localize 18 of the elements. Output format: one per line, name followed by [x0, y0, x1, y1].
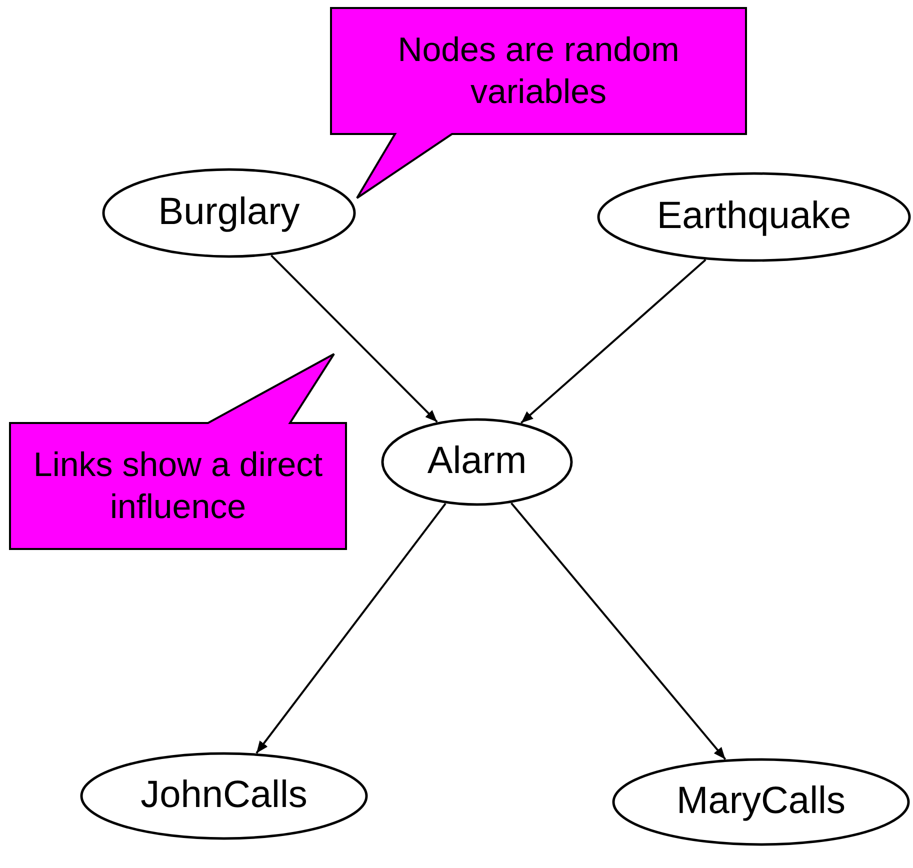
- node-label: Alarm: [426, 439, 528, 484]
- callout-bubble: [10, 354, 346, 549]
- variable-ellipse: [612, 758, 910, 846]
- variable-ellipse: [597, 172, 911, 262]
- callout-text: Nodes are random variables: [396, 30, 680, 113]
- callout-text: Links show a direct influence: [32, 444, 324, 528]
- variable-ellipse: [80, 752, 368, 840]
- arrow: [270, 254, 438, 423]
- node-label: Burglary: [157, 190, 301, 236]
- variable-ellipse: [102, 168, 356, 258]
- arrow: [256, 502, 446, 754]
- node-label: MaryCalls: [676, 779, 846, 824]
- node-label: JohnCalls: [140, 773, 308, 818]
- callout-bubble: [331, 8, 746, 198]
- node-label: Earthquake: [656, 194, 852, 240]
- variable-ellipse: [381, 418, 573, 506]
- arrow: [510, 502, 726, 760]
- arrow: [520, 259, 706, 424]
